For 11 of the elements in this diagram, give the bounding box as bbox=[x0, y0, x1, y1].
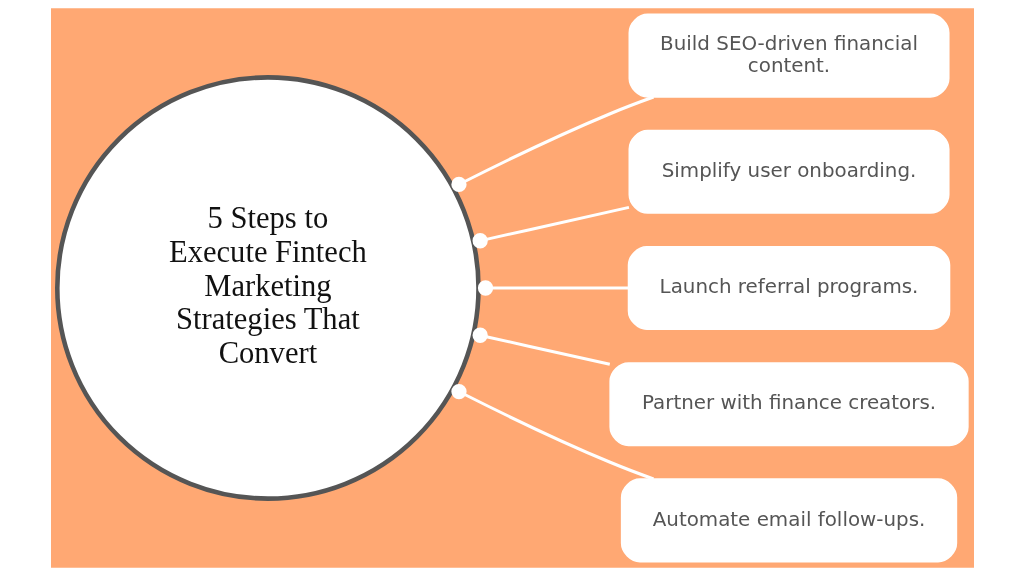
connector bbox=[450, 95, 654, 193]
connector bbox=[472, 205, 629, 249]
node-box: Simplify user onboarding. bbox=[628, 129, 950, 214]
node-box: Launch referral programs. bbox=[627, 245, 950, 331]
connector bbox=[472, 327, 610, 366]
connector bbox=[477, 280, 628, 296]
node-box: Partner with finance creators. bbox=[608, 362, 969, 447]
node-circle: 5 Steps to Execute Fintech Marketing Strategies That Convert bbox=[54, 75, 481, 501]
node-box: Build SEO-driven financial content. bbox=[628, 13, 950, 98]
connector bbox=[450, 383, 654, 481]
node-box: Automate email follow-ups. bbox=[620, 478, 957, 563]
